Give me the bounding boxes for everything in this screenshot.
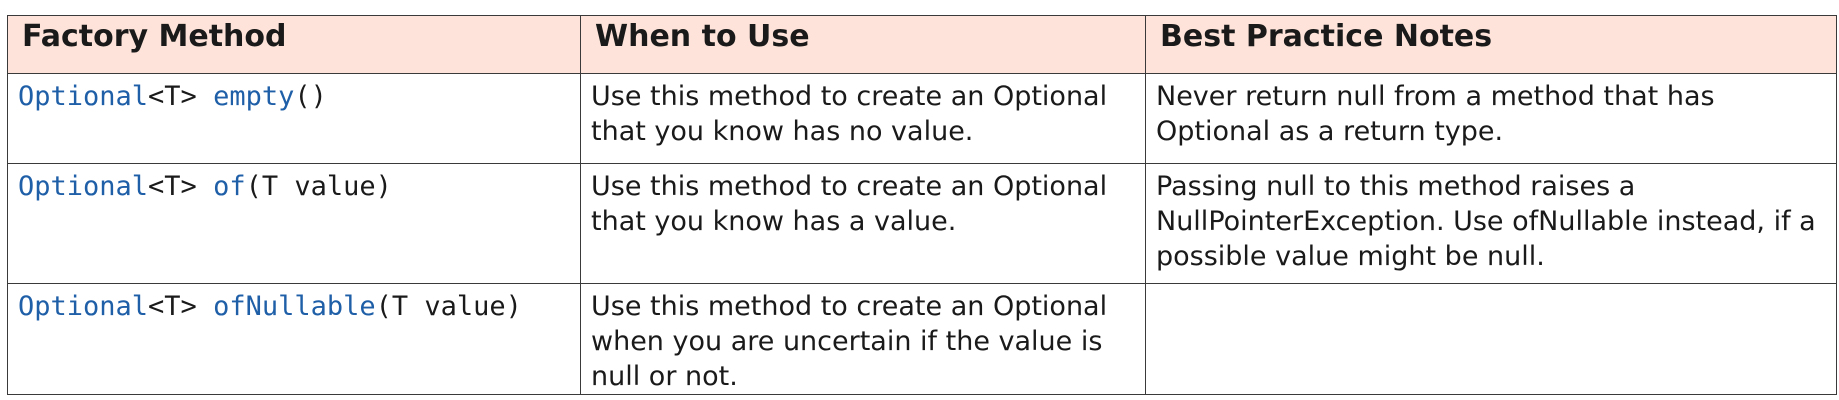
- return-type: Optional: [18, 171, 149, 202]
- when-to-use-cell: Use this method to create an Optional th…: [580, 163, 1146, 284]
- return-type: Optional: [18, 291, 149, 322]
- column-header-when-to-use: When to Use: [580, 15, 1146, 74]
- when-to-use-cell: Use this method to create an Optional th…: [580, 73, 1146, 164]
- method-signature-cell: Optional<T> of(T value): [7, 163, 581, 284]
- column-header-best-practice-notes: Best Practice Notes: [1145, 15, 1837, 74]
- table-row: Optional<T> of(T value) Use this method …: [7, 163, 1837, 284]
- header-row: Factory Method When to Use Best Practice…: [7, 15, 1837, 74]
- return-type: Optional: [18, 81, 149, 112]
- factory-methods-table: Factory Method When to Use Best Practice…: [7, 15, 1837, 395]
- method-name: of: [213, 171, 246, 202]
- best-practice-cell: [1145, 283, 1837, 395]
- when-to-use-cell: Use this method to create an Optional wh…: [580, 283, 1146, 395]
- method-name: ofNullable: [213, 291, 376, 322]
- best-practice-cell: Passing null to this method raises a Nul…: [1145, 163, 1837, 284]
- factory-methods-table-container: Factory Method When to Use Best Practice…: [7, 15, 1837, 395]
- generic-param: <T>: [148, 291, 214, 322]
- method-args: (T value): [245, 171, 392, 202]
- method-name: empty: [213, 81, 295, 112]
- method-signature-cell: Optional<T> empty(): [7, 73, 581, 164]
- best-practice-cell: Never return null from a method that has…: [1145, 73, 1837, 164]
- column-header-factory-method: Factory Method: [7, 15, 581, 74]
- generic-param: <T>: [148, 171, 214, 202]
- method-args: (): [294, 81, 327, 112]
- table-row: Optional<T> empty() Use this method to c…: [7, 73, 1837, 164]
- method-args: (T value): [375, 291, 522, 322]
- method-signature-cell: Optional<T> ofNullable(T value): [7, 283, 581, 395]
- table-row: Optional<T> ofNullable(T value) Use this…: [7, 283, 1837, 395]
- generic-param: <T>: [148, 81, 214, 112]
